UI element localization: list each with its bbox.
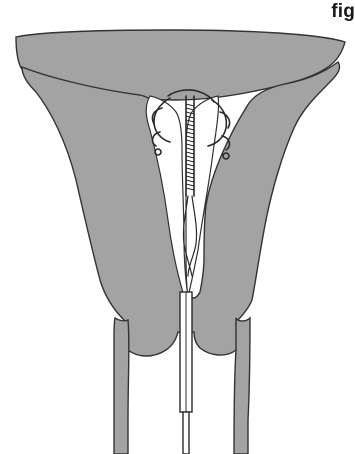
left-cervix-wall xyxy=(114,318,129,454)
right-cervix-wall xyxy=(234,318,250,454)
inserter-tube-icon xyxy=(180,292,192,454)
